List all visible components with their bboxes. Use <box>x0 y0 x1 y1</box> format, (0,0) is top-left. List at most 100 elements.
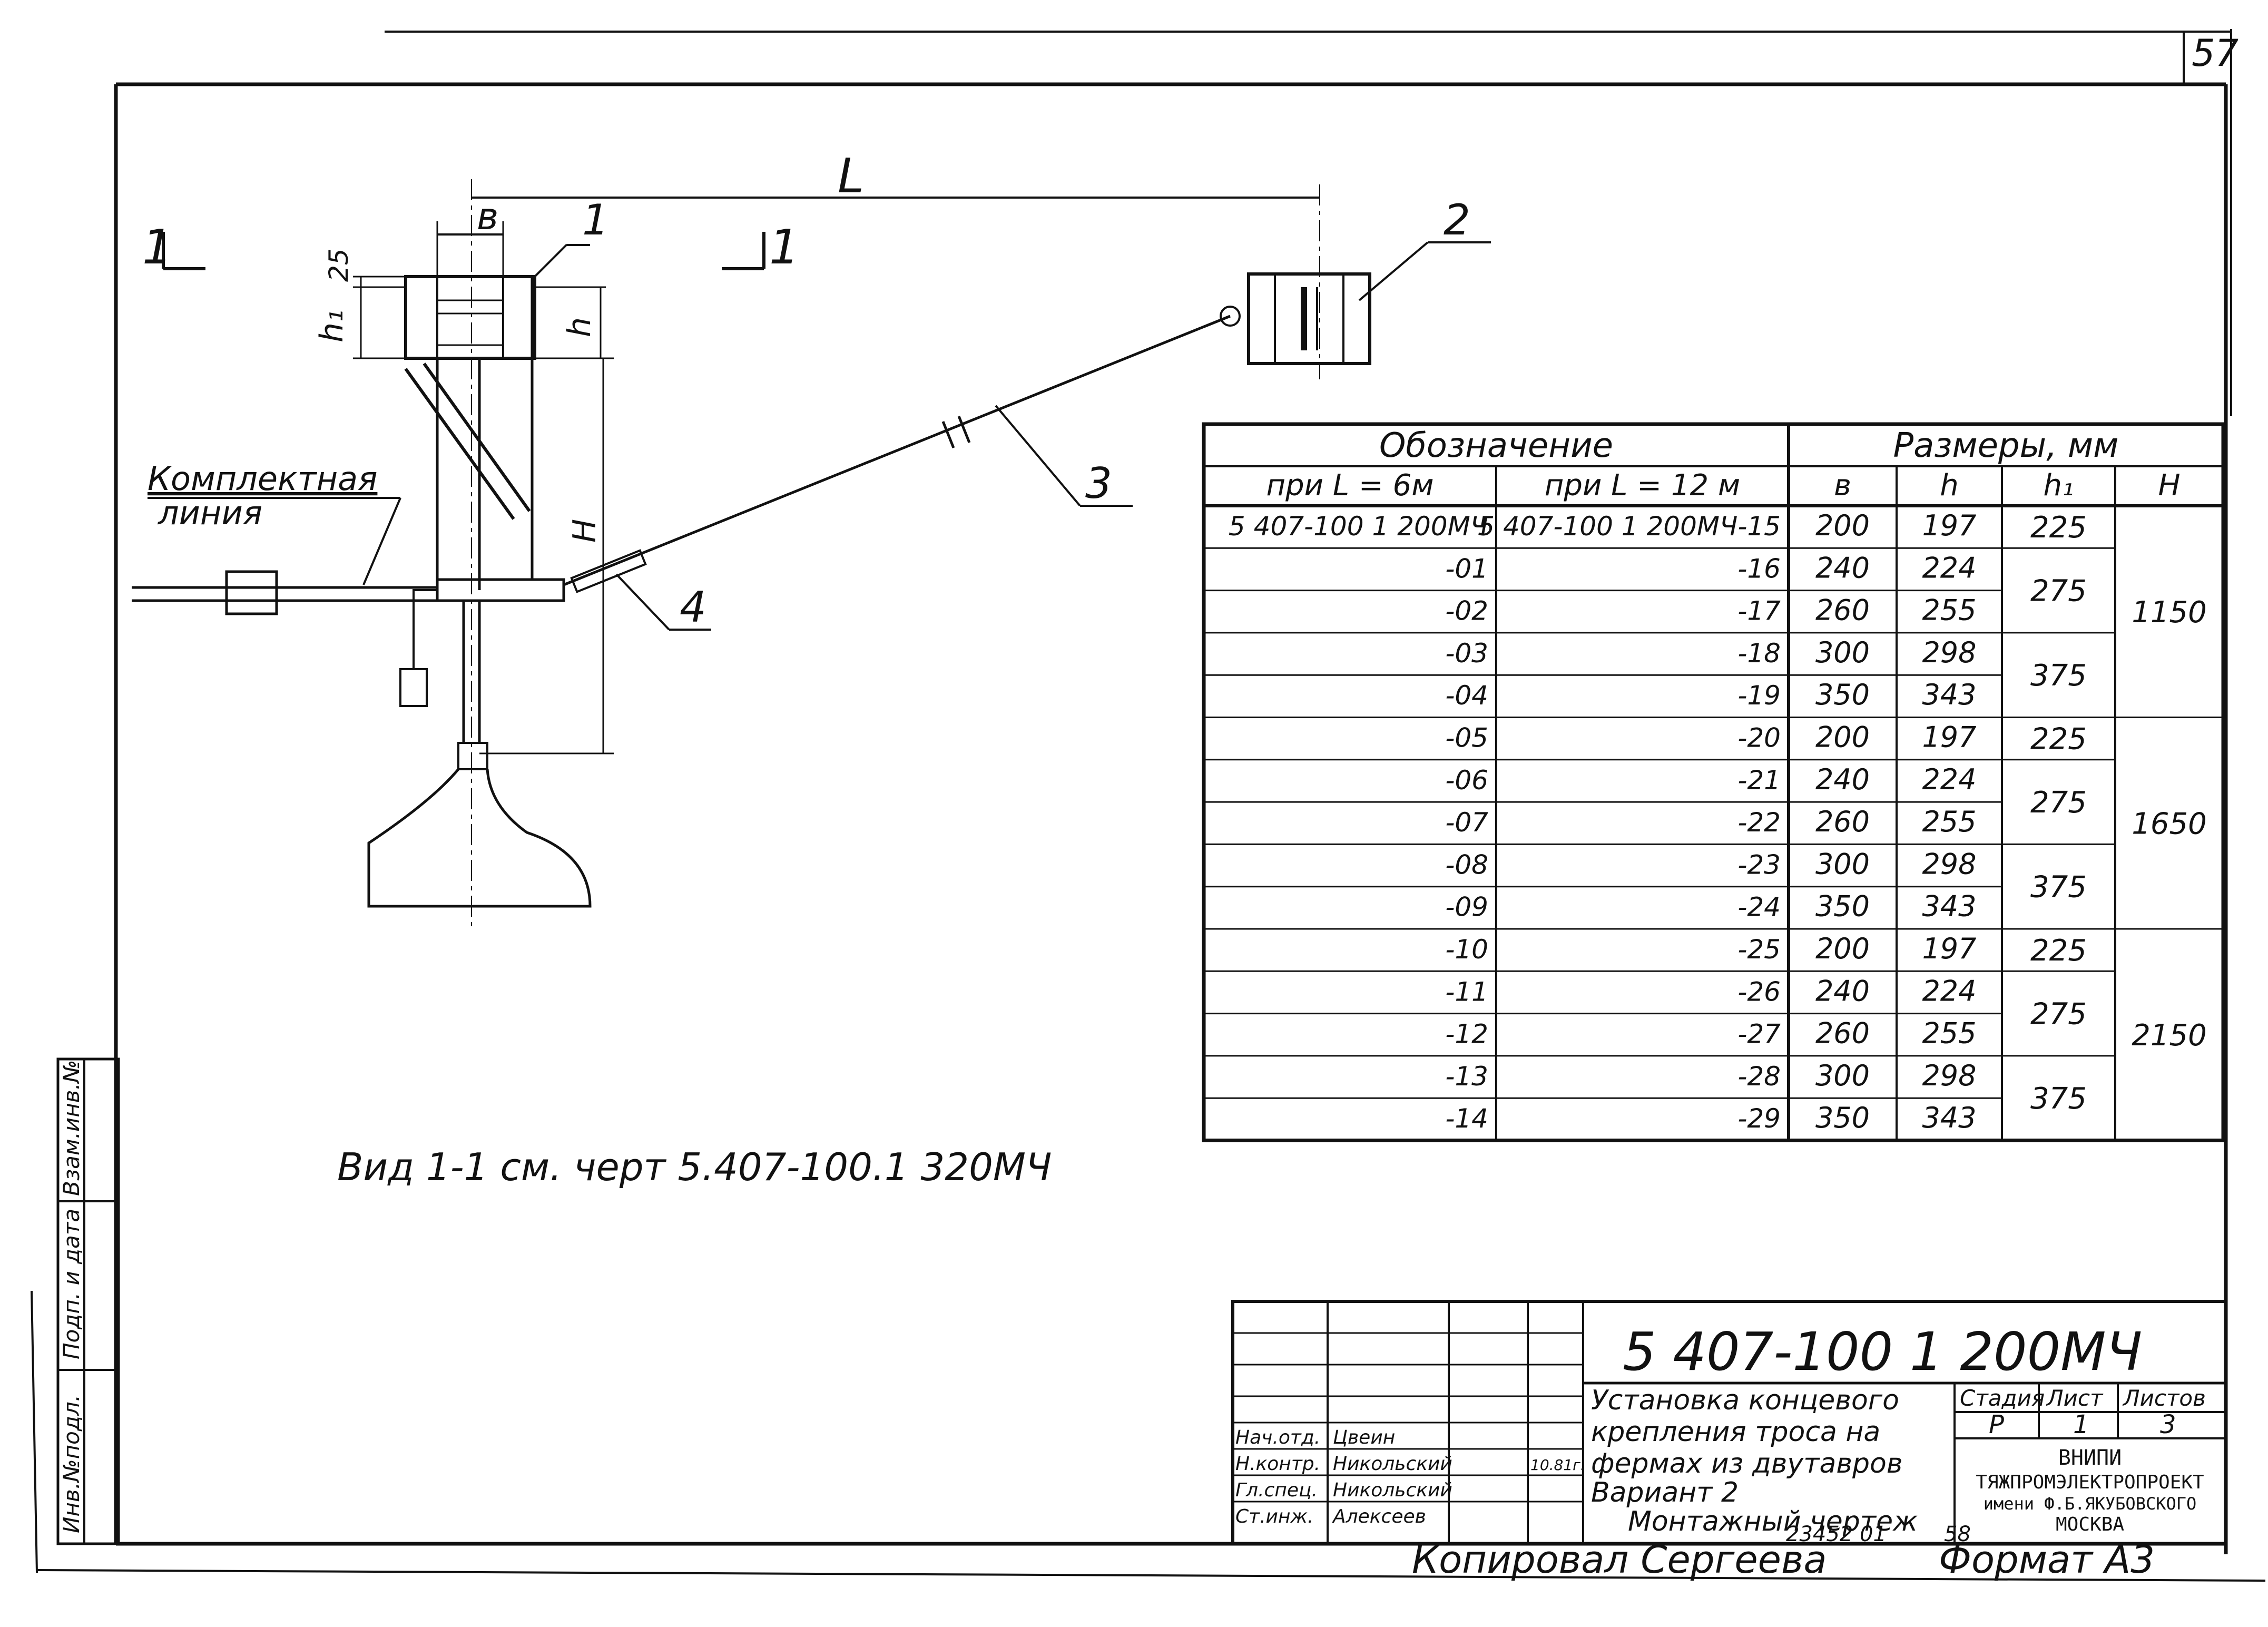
dimension-b: в <box>477 195 498 238</box>
stage-label: Стадия <box>1960 1385 2045 1411</box>
sig-name-3: Никольский <box>1333 1479 1452 1501</box>
table-column-header: при L = 6м <box>1266 468 1434 503</box>
table-cell-designation-6m: -01 <box>1445 553 1488 584</box>
sheets-value: 3 <box>2160 1410 2176 1439</box>
table-cell-h: 224 <box>1922 763 1976 796</box>
table-cell-h: 343 <box>1922 1101 1976 1134</box>
table-cell-designation-12m: -19 <box>1737 680 1781 711</box>
paper-format: Формат А3 <box>1939 1537 2155 1582</box>
table-column-header: в <box>1834 468 1851 503</box>
table-cell-designation-12m: -25 <box>1737 934 1781 965</box>
table-cell-b: 300 <box>1815 636 1870 669</box>
title-line-4: Вариант 2 <box>1591 1477 1739 1508</box>
table-cell-designation-12m: -26 <box>1737 976 1781 1007</box>
title-block: 5 407-100 1 200МЧ Установка концевого кр… <box>1231 1300 2227 1546</box>
table-cell-designation-12m: -21 <box>1737 765 1781 796</box>
table-cell-b: 350 <box>1815 678 1870 711</box>
section-mark-left: 1 <box>142 220 172 275</box>
view-note: Вид 1-1 см. черт 5.407-100.1 320МЧ <box>337 1145 1052 1189</box>
table-cell-b: 240 <box>1815 763 1870 796</box>
table-cell-designation-6m: -11 <box>1445 976 1488 1007</box>
table-cell-H: 1150 <box>2132 595 2207 630</box>
cable-label-line-2: линия <box>158 494 262 532</box>
callout-2: 2 <box>1444 195 1470 244</box>
stamp-replacement-inv: Взам.инв.№ <box>58 1060 84 1196</box>
table-column-header: при L = 12 м <box>1545 468 1740 503</box>
table-cell-h: 224 <box>1922 551 1976 584</box>
table-cell-designation-12m: -22 <box>1737 807 1781 838</box>
table-cell-b: 260 <box>1815 594 1870 627</box>
cable-label-line-1: Комплектная <box>148 459 377 498</box>
table-cell-b: 350 <box>1815 1101 1870 1134</box>
table-cell-designation-12m: -24 <box>1737 892 1781 923</box>
table-cell-b: 200 <box>1815 721 1870 754</box>
table-frame <box>1202 422 2225 1142</box>
sig-role-3: Гл.спец. <box>1235 1479 1318 1501</box>
table-cell-designation-6m: -13 <box>1445 1061 1488 1092</box>
sig-role-2: Н.контр. <box>1235 1453 1320 1475</box>
page-extra: 58 <box>1944 1522 1971 1546</box>
table-cell-designation-6m: -12 <box>1445 1019 1488 1050</box>
table-cell-designation-6m: -10 <box>1445 934 1488 965</box>
table-cell-H: 2150 <box>2132 1018 2207 1053</box>
sig-date-2: 10.81г. <box>1530 1456 1585 1474</box>
dimension-25: 25 <box>323 248 354 282</box>
table-cell-h1: 225 <box>2030 511 2087 545</box>
table-cell-designation-6m: -05 <box>1445 723 1488 753</box>
table-cell-designation-6m: 5 407-100 1 200МЧ <box>1229 511 1488 542</box>
table-cell-b: 240 <box>1815 551 1870 584</box>
table-cell-h: 197 <box>1922 509 1976 542</box>
sig-role-1: Нач.отд. <box>1235 1427 1320 1448</box>
archive-number: 23452 01 <box>1786 1522 1887 1546</box>
title-line-5: Монтажный чертеж <box>1628 1506 1918 1537</box>
table-cell-designation-12m: -17 <box>1737 596 1781 626</box>
table-cell-designation-12m: -29 <box>1737 1103 1781 1134</box>
side-stamp: Инв.№подл. Подп. и дата Взам.инв.№ <box>56 1057 120 1545</box>
sig-name-4: Алексеев <box>1332 1506 1426 1527</box>
callout-3: 3 <box>1085 459 1112 508</box>
title-line-2: крепления троса на <box>1591 1416 1880 1448</box>
table-cell-h1: 375 <box>2030 870 2087 905</box>
section-mark-right: 1 <box>769 220 799 275</box>
table-cell-h: 298 <box>1922 1059 1976 1092</box>
table-column-header: h <box>1940 468 1959 503</box>
table-cell-h1: 275 <box>2030 574 2087 609</box>
title-line-1: Установка концевого <box>1591 1385 1899 1416</box>
table-cell-designation-6m: -06 <box>1445 765 1488 796</box>
table-cell-b: 200 <box>1815 932 1870 965</box>
stage-value: Р <box>1989 1410 2004 1439</box>
table-cell-h: 255 <box>1922 1017 1976 1050</box>
table-cell-b: 260 <box>1815 1017 1870 1050</box>
title-line-3: фермах из двутавров <box>1591 1448 1902 1479</box>
table-cell-h1: 225 <box>2030 934 2087 968</box>
table-cell-b: 350 <box>1815 890 1870 923</box>
org-line-3: имени Ф.Б.ЯКУБОВСКОГО <box>1984 1494 2197 1514</box>
assembly-drawing: 1 1 L в 25 h₁ h H 1 <box>132 149 1491 927</box>
callout-1: 1 <box>582 195 609 244</box>
table-cell-h: 343 <box>1922 890 1976 923</box>
table-cell-h: 343 <box>1922 678 1976 711</box>
table-cell-designation-12m: -20 <box>1737 723 1781 753</box>
table-cell-designation-12m: 5 407-100 1 200МЧ-15 <box>1478 511 1781 542</box>
table-cell-designation-6m: -04 <box>1445 680 1488 711</box>
sheet-label: Лист <box>2046 1385 2104 1411</box>
sig-name-1: Цвеин <box>1333 1427 1395 1448</box>
org-line-4: МОСКВА <box>2056 1514 2124 1535</box>
table-cell-h: 197 <box>1922 932 1976 965</box>
dimension-L: L <box>838 149 864 204</box>
table-cell-h: 197 <box>1922 721 1976 754</box>
table-cell-h: 298 <box>1922 847 1976 880</box>
sheet-value: 1 <box>2073 1410 2089 1439</box>
table-cell-designation-12m: -27 <box>1737 1019 1781 1050</box>
table-group-sizes: Размеры, мм <box>1893 426 2119 465</box>
table-cell-h1: 275 <box>2030 786 2087 820</box>
table-cell-h: 255 <box>1922 594 1976 627</box>
table-cell-designation-12m: -18 <box>1737 638 1781 669</box>
table-cell-designation-12m: -23 <box>1737 849 1781 880</box>
table-cell-designation-12m: -16 <box>1737 553 1781 584</box>
table-cell-designation-6m: -09 <box>1445 892 1488 923</box>
sheets-label: Листов <box>2122 1385 2206 1411</box>
org-line-2: ТЯЖПРОМЭЛЕКТРОПРОЕКТ <box>1976 1472 2204 1493</box>
table-cell-b: 300 <box>1815 1059 1870 1092</box>
